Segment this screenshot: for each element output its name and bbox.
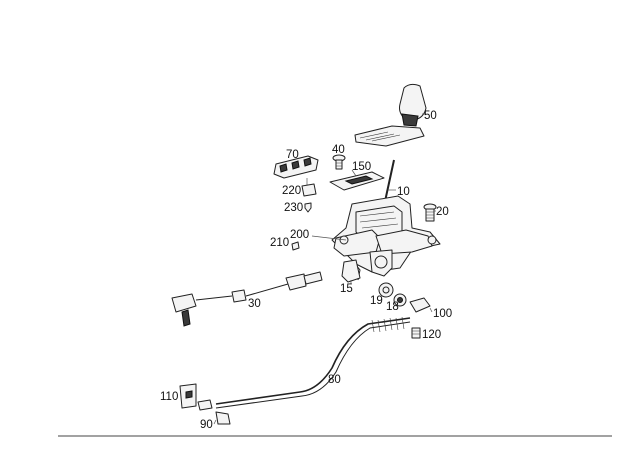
label-20: 20 <box>436 206 449 218</box>
label-18: 18 <box>386 301 399 313</box>
label-150: 150 <box>352 161 371 173</box>
label-100: 100 <box>433 308 452 320</box>
label-50: 50 <box>424 110 437 122</box>
part-18-bushing[interactable] <box>393 293 407 307</box>
label-15: 15 <box>340 283 353 295</box>
label-40: 40 <box>332 144 345 156</box>
label-110: 110 <box>160 391 178 403</box>
part-20-bolt[interactable] <box>423 203 437 222</box>
label-10: 10 <box>397 186 410 198</box>
part-80-shift-cable[interactable] <box>215 316 411 409</box>
label-70: 70 <box>286 149 299 161</box>
part-220-clip[interactable] <box>301 183 317 197</box>
part-110-bracket[interactable] <box>179 383 197 409</box>
label-30: 30 <box>248 298 261 310</box>
part-40-screw[interactable] <box>332 154 346 170</box>
part-30-cable[interactable] <box>171 271 323 327</box>
label-230: 230 <box>284 202 303 214</box>
part-230-pin[interactable] <box>304 202 312 213</box>
part-100-clamp[interactable] <box>409 297 433 313</box>
label-120: 120 <box>422 329 441 341</box>
part-200-bracket[interactable] <box>311 235 347 241</box>
part-50-shift-knob[interactable] <box>354 83 427 147</box>
shifter-housing[interactable] <box>331 195 441 281</box>
label-19: 19 <box>370 295 383 307</box>
label-90: 90 <box>200 419 213 431</box>
label-220: 220 <box>282 185 301 197</box>
part-19-bushing[interactable] <box>378 282 394 298</box>
part-120-sleeve[interactable] <box>411 327 421 339</box>
part-150-cover-plate[interactable] <box>329 169 385 191</box>
part-210-pin[interactable] <box>291 241 300 251</box>
label-200: 200 <box>290 229 309 241</box>
part-90-end-fitting[interactable] <box>197 399 231 425</box>
label-80: 80 <box>328 374 341 386</box>
label-210: 210 <box>270 237 289 249</box>
part-15-bracket[interactable] <box>341 259 361 284</box>
